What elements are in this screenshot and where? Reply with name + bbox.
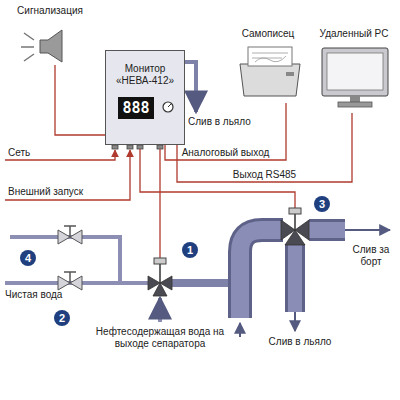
signal-label: Аналоговый выход xyxy=(180,147,272,159)
valve-stem xyxy=(294,214,296,230)
sound-lines xyxy=(21,33,34,61)
recorder-port xyxy=(286,72,294,76)
valve-stem xyxy=(159,264,161,283)
wire-label: Сеть xyxy=(8,147,30,159)
inlet-label: Чистая вода xyxy=(5,289,62,301)
inlet-label: Нефтесодержащая вода на выходе сепаратор… xyxy=(92,326,228,350)
callout-number: 2 xyxy=(54,310,70,326)
horn-icon xyxy=(40,30,62,62)
recorder-body xyxy=(240,64,300,96)
digital-display: 888 xyxy=(118,97,154,119)
bilge-pipe xyxy=(285,244,305,312)
overboard-pipe xyxy=(309,219,345,241)
overboard-arrow xyxy=(345,229,390,231)
node-heading: Самописец xyxy=(232,28,304,40)
callout-number: 3 xyxy=(314,196,330,212)
signal-label: Выход RS485 xyxy=(231,169,298,181)
flush-pipe xyxy=(10,237,120,283)
cable-gland xyxy=(127,145,133,149)
signal-cable xyxy=(165,103,286,160)
callout-number: 4 xyxy=(20,250,36,266)
dial-needle xyxy=(168,104,171,107)
callout-number: 1 xyxy=(182,242,198,258)
pc-monitor xyxy=(322,48,388,96)
clean-water-lines xyxy=(5,237,148,283)
monitor-housing xyxy=(105,50,185,145)
elbow-pipe-shade xyxy=(240,230,283,318)
wire-label: Внешний запуск xyxy=(8,186,83,198)
pc-base xyxy=(338,102,372,107)
recorder-trace xyxy=(252,53,288,62)
outlet-label: Слив за борт xyxy=(348,244,394,268)
monitor-unit: Монитор «НЕВА-412» 888 xyxy=(105,50,185,145)
overboard-pipe-shade xyxy=(309,222,345,238)
remote-pc: Удаленный PC xyxy=(312,28,396,113)
cable-gland xyxy=(157,145,163,149)
chart-recorder: Самописец xyxy=(232,28,304,103)
valve-handle xyxy=(64,226,76,237)
cable-gland xyxy=(112,145,118,149)
valve-actuator xyxy=(289,208,301,214)
signal-cable xyxy=(55,65,105,135)
signal-cable xyxy=(177,113,352,182)
drain-label: Слив в льяло xyxy=(188,116,251,128)
bilge-pipe-shade xyxy=(288,244,302,312)
pc-stand xyxy=(350,96,360,102)
cable-glands xyxy=(112,145,163,149)
node-heading: Сигнализация xyxy=(5,5,95,17)
pc-screen xyxy=(327,53,383,90)
bilge-arrow xyxy=(294,312,296,331)
monitor-dial xyxy=(163,102,173,112)
recorder-paper xyxy=(248,47,292,66)
valve1-wire xyxy=(159,149,160,258)
inlet-pipe xyxy=(158,298,162,322)
drain-pipe xyxy=(185,62,196,112)
elbow-pipe xyxy=(240,230,283,318)
node-heading: Удаленный PC xyxy=(312,28,396,40)
inflow-arrow xyxy=(239,323,241,337)
display-digits: 888 xyxy=(118,97,154,119)
sample-pipe xyxy=(172,279,232,287)
valve-handle xyxy=(64,272,76,283)
cable-gland xyxy=(137,145,143,149)
outlet-label: Слив в льяло xyxy=(269,336,332,348)
valve-actuator xyxy=(154,258,166,264)
signal-horn: Сигнализация xyxy=(5,5,95,65)
node-heading: Монитор «НЕВА-412» xyxy=(109,63,181,87)
